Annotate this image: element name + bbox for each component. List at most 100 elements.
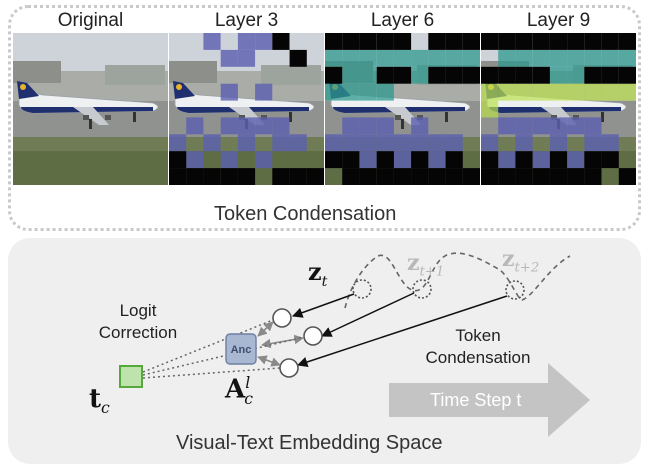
token-cell — [515, 83, 533, 101]
token-cell — [411, 117, 429, 135]
token-cell — [584, 117, 602, 135]
condensed-node-3 — [279, 358, 299, 378]
token-cell — [428, 134, 446, 152]
token-cell — [342, 117, 360, 135]
token-cell — [359, 151, 377, 169]
token-cell — [203, 134, 221, 152]
token-cell — [567, 33, 585, 50]
token-cell — [601, 151, 619, 169]
token-cell — [498, 151, 516, 169]
token-cell — [220, 49, 238, 67]
token-condensation-panel — [8, 5, 641, 231]
token-cell — [462, 33, 480, 50]
frame-title-layer-3: Layer 3 — [214, 10, 279, 31]
token-cell — [342, 151, 360, 169]
dotted-link-1 — [142, 319, 274, 373]
t-c-label: tc — [89, 384, 110, 418]
token-cell — [567, 66, 585, 84]
token-cell — [498, 33, 516, 50]
token-cell — [325, 151, 343, 169]
token-cell — [411, 168, 429, 185]
token-cell — [411, 49, 429, 67]
token-cell — [481, 168, 499, 185]
token-cell — [549, 33, 568, 50]
correction-arrow-3 — [257, 355, 281, 367]
trajectory-node-t1 — [412, 279, 432, 299]
token-cell — [393, 134, 412, 152]
time-step-label: Time Step t — [430, 390, 522, 410]
token-cell — [272, 33, 290, 50]
token-cell — [584, 66, 602, 84]
token-cell — [411, 134, 429, 152]
token-cell — [618, 83, 636, 101]
token-cell — [549, 168, 568, 185]
trajectory-node-t — [352, 279, 372, 299]
airplane-scene — [325, 33, 480, 185]
token-cell — [359, 168, 377, 185]
token-cell — [618, 168, 636, 185]
token-cell — [445, 33, 463, 50]
token-cell — [255, 151, 273, 169]
anchor-box — [225, 333, 257, 365]
token-cell — [549, 134, 568, 152]
token-cell — [169, 168, 187, 185]
token-cell — [255, 33, 273, 50]
airplane-scene — [169, 33, 324, 185]
logit-correction-label: Logit Correction — [98, 301, 178, 342]
token-cell — [532, 33, 550, 50]
token-cell — [584, 33, 602, 50]
token-cell — [272, 134, 290, 152]
z-t-plus-1-label: zt+1 — [407, 250, 445, 280]
token-cell — [601, 83, 619, 101]
token-cell — [376, 151, 394, 169]
token-cell — [532, 49, 550, 67]
token-cell — [428, 33, 446, 50]
token-cell — [498, 83, 516, 101]
token-cell — [462, 168, 480, 185]
condensed-node-1 — [272, 308, 292, 328]
frame-layer-6 — [325, 33, 480, 185]
frame-original — [13, 33, 168, 185]
token-cell — [237, 33, 256, 50]
token-cell — [549, 83, 568, 101]
z-t-plus-2-label: zt+2 — [502, 246, 540, 276]
token-cell — [515, 117, 533, 135]
frame-title-layer-6: Layer 6 — [370, 10, 435, 31]
token-cell — [289, 134, 307, 152]
token-cell — [498, 66, 516, 84]
token-cell — [445, 49, 463, 67]
condensed-node-2 — [303, 326, 323, 346]
token-cell — [359, 117, 377, 135]
token-cell — [376, 168, 394, 185]
token-cell — [376, 49, 394, 67]
token-cell — [445, 66, 463, 84]
token-cell — [549, 66, 568, 84]
token-cell — [255, 117, 273, 135]
token-cell — [289, 168, 307, 185]
token-cell — [359, 134, 377, 152]
token-cell — [342, 66, 360, 84]
token-cell — [411, 66, 429, 84]
token-cell — [445, 168, 463, 185]
frame-title-layer-9: Layer 9 — [526, 10, 591, 31]
token-cell — [584, 134, 602, 152]
token-cell — [428, 49, 446, 67]
token-cell — [169, 134, 187, 152]
token-cell — [186, 168, 204, 185]
token-cell — [237, 134, 256, 152]
trajectory-node-t2 — [505, 280, 525, 300]
token-cell — [237, 49, 256, 67]
token-cell — [272, 117, 290, 135]
token-cell — [220, 83, 238, 101]
token-cell — [220, 151, 238, 169]
text-anchor-box — [119, 365, 143, 388]
token-cell — [584, 49, 602, 67]
token-cell — [498, 168, 516, 185]
token-cell — [549, 117, 568, 135]
condense-arrow-3 — [297, 295, 508, 368]
token-cell — [342, 33, 360, 50]
token-cell — [186, 117, 204, 135]
token-cell — [220, 117, 238, 135]
token-cell — [359, 83, 377, 101]
token-cell — [481, 151, 499, 169]
